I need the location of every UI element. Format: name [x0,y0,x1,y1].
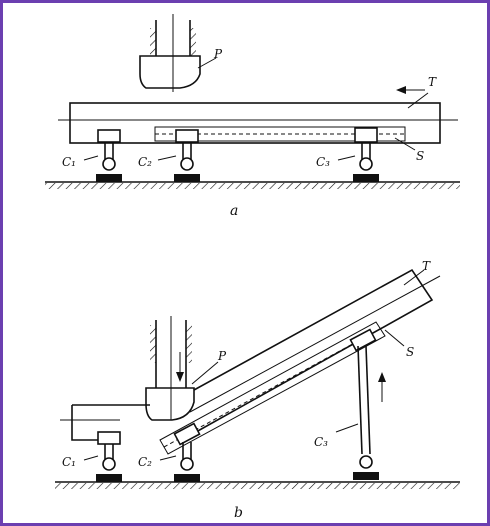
label-s-b: S [406,345,414,359]
diagram-a: P T S C₁ C₂ C₃ a [45,14,460,219]
label-c2-b: C₂ [138,455,152,469]
ground-a [45,181,460,189]
support-c3-a [337,127,379,182]
caption-a: a [230,203,238,219]
label-s-a: S [416,149,424,163]
support-c2-b [159,422,201,482]
label-p-a: P [213,47,223,61]
diagram-b: P T S C₁ C₂ C₃ b [55,259,460,521]
support-c1-b [83,431,122,482]
support-c2-a [157,129,200,182]
beam-a [58,86,458,151]
label-c3-a: C₃ [316,155,330,169]
support-c3-b [335,328,386,480]
label-c1-a: C₁ [62,155,76,169]
beam-b-inclined [159,268,441,455]
press-ram-a [139,14,217,92]
label-t-a: T [428,75,437,89]
label-t-b: T [422,259,431,273]
press-ram-b [145,316,219,421]
caption-b: b [234,505,243,521]
label-c3-b: C₃ [314,435,328,449]
label-c1-b: C₁ [62,455,76,469]
label-p-b: P [217,349,227,363]
ground-b [55,481,460,489]
label-c2-a: C₂ [138,155,152,169]
support-c1-a [83,129,122,182]
